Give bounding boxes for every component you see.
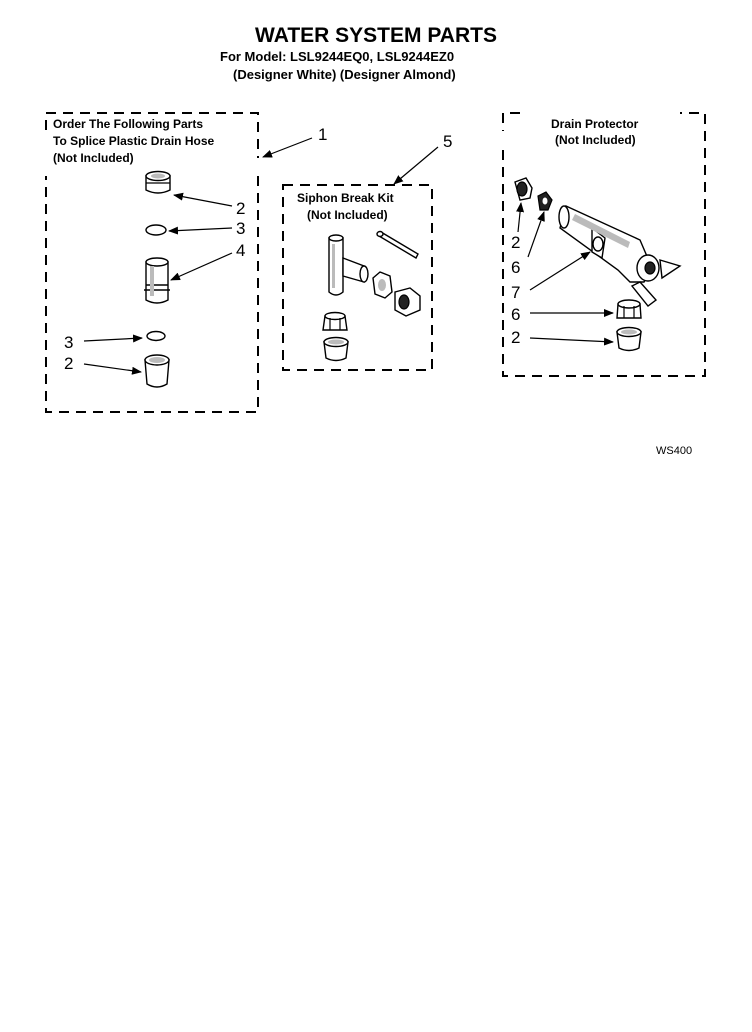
diagram-code: WS400 — [656, 445, 692, 457]
callout-drain-part-1: 2 — [511, 233, 520, 252]
callout-splice-part-5: 2 — [64, 354, 73, 373]
splice-group-label-line-3: (Not Included) — [53, 151, 134, 165]
callout-drain-part-2: 6 — [511, 258, 520, 277]
siphon-tube — [376, 230, 419, 259]
color-line: (Designer White) (Designer Almond) — [233, 67, 456, 82]
drain-group: Drain Protector (Not Included) — [502, 112, 706, 377]
siphon-group-label-line-2: (Not Included) — [307, 208, 388, 222]
drain-group-label-line-1: Drain Protector — [551, 117, 639, 131]
clamp-ring-top — [145, 224, 167, 236]
splice-group-label-line-2: To Splice Plastic Drain Hose — [53, 134, 214, 148]
hose-connector-top — [145, 170, 171, 194]
callout-splice-part-1: 2 — [236, 199, 245, 218]
leader-drain-part-3 — [529, 251, 591, 291]
siphon-lower-cup — [323, 336, 349, 362]
page-title: WATER SYSTEM PARTS — [255, 24, 497, 47]
callout-siphon-group: 5 — [443, 132, 452, 151]
leader-drain-part-2 — [527, 211, 545, 258]
siphon-tee-fitting — [328, 234, 369, 296]
callout-drain-part-3: 7 — [511, 283, 520, 302]
clamp-ring-bottom — [146, 330, 166, 342]
drain-protector-body — [558, 205, 682, 307]
drain-group-label-line-2: (Not Included) — [555, 133, 636, 147]
hose-coupler — [144, 257, 170, 304]
drain-group-border — [502, 112, 706, 377]
siphon-group: Siphon Break Kit (Not Included) 5 — [282, 132, 452, 371]
model-line: For Model: LSL9244EQ0, LSL9244EZ0 — [220, 49, 454, 64]
leader-drain-part-5 — [529, 337, 614, 346]
splice-group: Order The Following Parts To Splice Plas… — [45, 112, 327, 413]
siphon-adapter — [394, 287, 421, 317]
leader-splice-part-2 — [168, 226, 233, 235]
drain-cap-top — [514, 177, 533, 201]
callout-splice-part-2: 3 — [236, 219, 245, 238]
siphon-group-border — [282, 184, 433, 371]
leader-splice-part-3 — [170, 252, 233, 281]
siphon-group-label-line-1: Siphon Break Kit — [297, 191, 394, 205]
callout-drain-part-5: 2 — [511, 328, 520, 347]
leader-siphon-group — [393, 146, 439, 185]
drain-nut-top — [537, 191, 553, 211]
leader-splice-part-5 — [83, 363, 142, 375]
splice-group-label-line-1: Order The Following Parts — [53, 117, 203, 131]
leader-drain-part-1 — [516, 202, 525, 233]
drain-nut-bottom — [616, 299, 642, 319]
hose-connector-bottom — [144, 354, 170, 388]
callout-splice-part-3: 4 — [236, 241, 245, 260]
leader-splice-part-4 — [83, 334, 143, 343]
siphon-nut — [372, 271, 393, 299]
drain-cup-bottom — [616, 326, 642, 352]
callout-splice-part-4: 3 — [64, 333, 73, 352]
leader-splice-part-1 — [173, 192, 233, 207]
siphon-lower-nut — [322, 311, 348, 331]
leader-splice-group — [262, 137, 313, 158]
splice-group-border — [45, 112, 259, 413]
callout-splice-group: 1 — [318, 125, 327, 144]
callout-drain-part-4: 6 — [511, 305, 520, 324]
